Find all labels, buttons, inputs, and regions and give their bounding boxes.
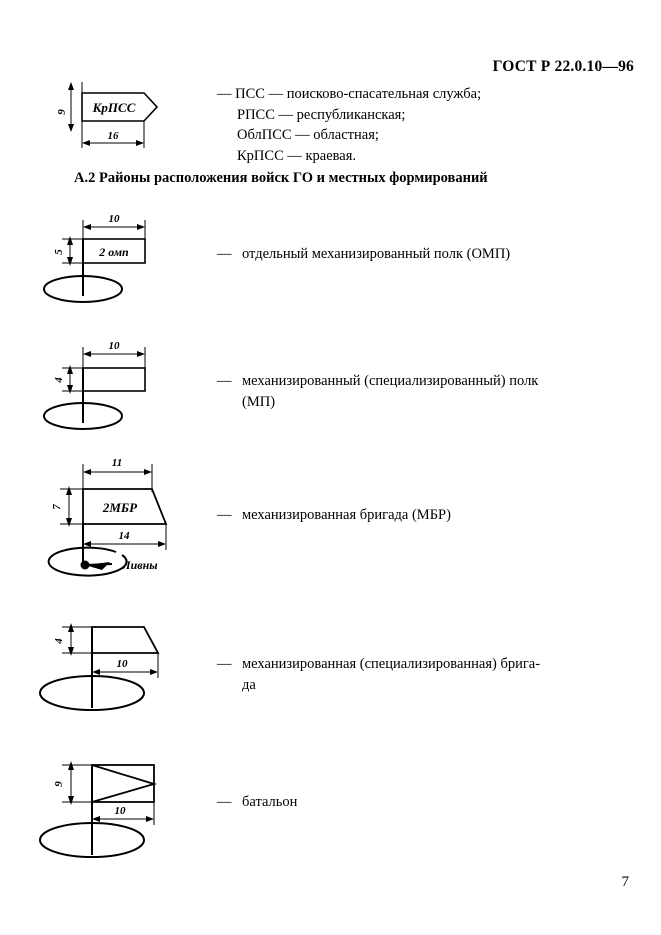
battalion-height-dimension: 9 <box>53 781 65 787</box>
document-standard-title: ГОСТ Р 22.0.10—96 <box>492 58 634 75</box>
symbol-battalion-drawing: 9 10 <box>39 745 220 865</box>
description-text-line-1: механизированная (специализированная) бр… <box>242 656 541 672</box>
list-dash: — <box>217 794 232 810</box>
symbol-description-mp: — механизированный (специализированный) … <box>217 371 587 413</box>
pss-legend-line: КрПСС — краевая. <box>237 147 357 164</box>
description-text: механизированная бригада (МБР) <box>242 507 451 523</box>
krpss-width-dimension: 16 <box>108 130 120 142</box>
list-dash: — <box>217 246 232 262</box>
krpss-symbol-label: КрПСС <box>92 100 136 115</box>
pss-legend-line: ОблПСС — областная; <box>237 127 379 143</box>
mbr-place-label: Ливны <box>121 558 157 572</box>
symbol-description-mbr-spec: — механизированная (специализированная) … <box>217 654 597 696</box>
symbol-mbr-spec-drawing: 4 10 <box>39 608 220 718</box>
page-number: 7 <box>621 874 630 890</box>
pss-legend-list: — ПСС — поисково-спасательная служба; РП… <box>217 84 617 166</box>
omp-symbol-label: 2 омп <box>98 245 129 259</box>
pss-legend-line: РПСС — республиканская; <box>237 106 406 123</box>
symbol-mp-drawing: 10 4 <box>40 333 210 433</box>
mp-width-dimension: 10 <box>109 340 121 352</box>
symbol-description-omp: — отдельный механизированный полк (ОМП) <box>217 244 607 265</box>
list-dash: — <box>217 373 232 389</box>
mbr-bottom-dimension: 14 <box>119 530 131 542</box>
pss-legend-line: — ПСС — поисково-спасательная служба; <box>217 86 482 102</box>
mbr-height-dimension: 7 <box>51 504 63 510</box>
description-text-line-1: механизированный (специализированный) по… <box>242 373 539 389</box>
mbr-spec-height-dimension: 4 <box>53 638 65 645</box>
symbol-omp-drawing: 10 5 2 омп <box>40 206 210 306</box>
description-text: батальон <box>242 794 298 810</box>
battalion-width-dimension: 10 <box>115 805 127 817</box>
list-dash: — <box>217 507 232 523</box>
omp-height-dimension: 5 <box>53 249 65 255</box>
symbol-krpss-drawing: 9 КрПСС 16 <box>52 76 202 156</box>
description-text: отдельный механизированный полк (ОМП) <box>242 246 511 262</box>
mbr-top-dimension: 11 <box>112 457 122 469</box>
mp-height-dimension: 4 <box>53 377 65 384</box>
mbr-spec-bottom-dimension: 10 <box>117 658 129 670</box>
description-text-line-2: (МП) <box>242 394 276 410</box>
omp-width-dimension: 10 <box>109 213 121 225</box>
symbol-description-mbr: — механизированная бригада (МБР) <box>217 505 607 526</box>
list-dash: — <box>217 656 232 672</box>
description-text-line-2: да <box>242 677 256 693</box>
symbol-description-battalion: — батальон <box>217 792 607 813</box>
symbol-mbr-drawing: 11 7 2МБР 14 <box>40 452 220 582</box>
mbr-symbol-label: 2МБР <box>102 500 138 515</box>
krpss-height-dimension: 9 <box>56 109 68 115</box>
section-heading-a2: А.2 Районы расположения войск ГО и местн… <box>74 170 488 186</box>
